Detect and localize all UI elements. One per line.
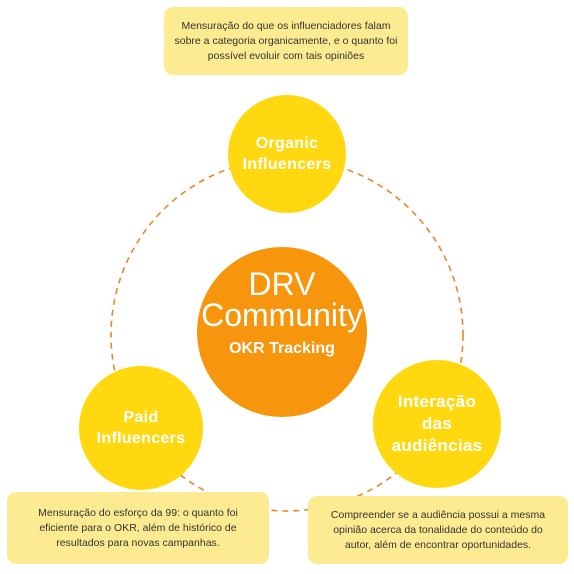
description-line: Mensuração do que os influenciadores fal… — [181, 19, 391, 32]
node-organic-influencers: Organic Influencers — [228, 95, 346, 213]
node-label-line: Organic — [255, 135, 319, 152]
description-line: resultados para novas campanhas. — [56, 536, 220, 549]
node-interacao-audiencias: Interação das audiências — [373, 360, 501, 488]
node-label-line: Influencers — [96, 430, 186, 447]
description-box-organic: Mensuração do que os influenciadores fal… — [164, 7, 408, 75]
center-subtitle: OKR Tracking — [229, 340, 335, 357]
center-circle-drv-community: DRV Community OKR Tracking — [197, 247, 367, 417]
center-title: DRV Community — [197, 266, 367, 333]
description-box-interacao: Compreender se a audiência possui a mesm… — [308, 496, 568, 564]
description-line: eficiente para o OKR, além de histórico … — [39, 521, 237, 534]
node-label-line: Interação — [397, 392, 477, 411]
node-label-line: das — [421, 414, 453, 433]
node-label-line: Paid — [123, 409, 159, 426]
description-line: opinião acerca da tonalidade do conteúdo… — [333, 523, 543, 536]
node-label-line: Influencers — [242, 156, 332, 173]
description-line: possível evoluir com tais opiniões — [207, 49, 365, 62]
node-paid-influencers: Paid Influencers — [79, 366, 203, 490]
description-line: autor, além de encontrar oportunidades. — [344, 538, 532, 551]
description-line: Compreender se a audiência possui a mesm… — [330, 508, 546, 521]
description-box-paid: Mensuração do esforço da 99: o quanto fo… — [7, 492, 269, 564]
center-title-line: Community — [201, 297, 363, 333]
description-line: Mensuração do esforço da 99: o quanto fo… — [38, 506, 238, 519]
description-line: sobre a categoria organicamente, e o qua… — [174, 34, 398, 47]
node-label-line: audiências — [391, 436, 483, 455]
center-title-line: DRV — [248, 266, 316, 302]
